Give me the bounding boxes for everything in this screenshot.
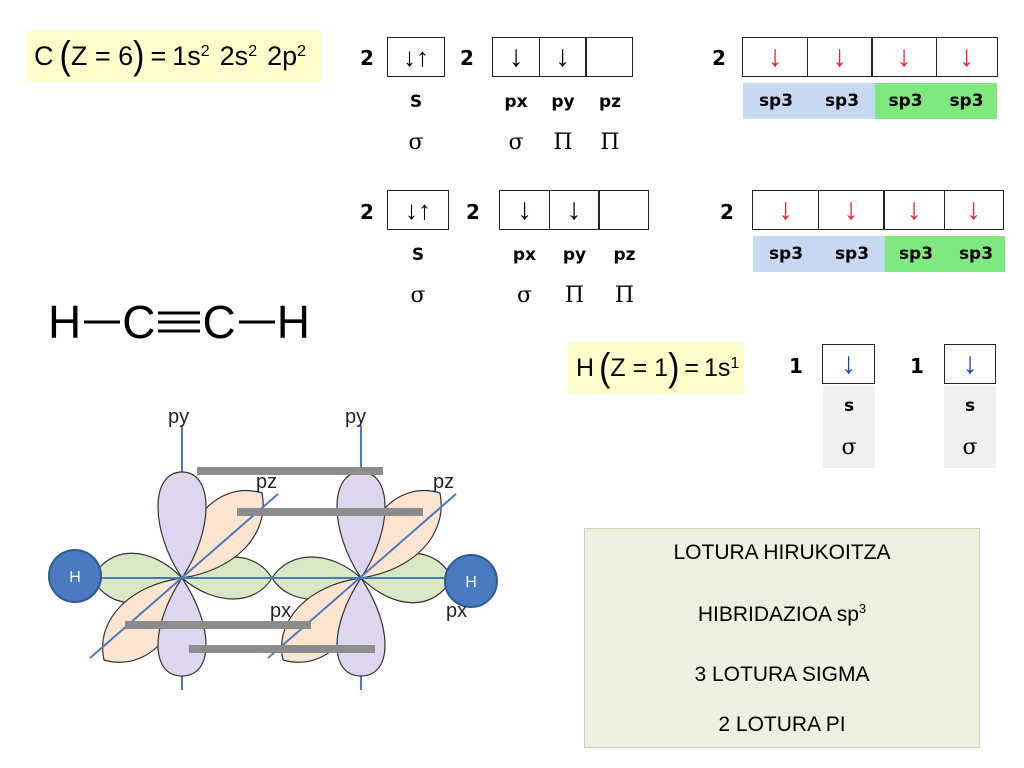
py-bond-symbol: Π	[564, 283, 585, 308]
atom-c-right: C	[202, 296, 237, 348]
s-label: S	[411, 245, 425, 265]
pi-bond-bars	[125, 467, 423, 653]
s-label: S	[409, 92, 423, 112]
p-orbital-boxes: ↓ ↓	[499, 190, 649, 230]
px-label-left: px	[270, 600, 291, 622]
py-lobe-left-top	[157, 471, 207, 580]
sp3-level-number: 2	[720, 200, 734, 224]
s-orbital-box: ↓↑	[387, 190, 449, 230]
summary-box: LOTURA HIRUKOITZA HIBRIDAZIOA sp3 3 LOTU…	[584, 528, 980, 748]
pz-label: pz	[598, 92, 622, 112]
h-atom-right	[444, 554, 498, 608]
p-level-number: 2	[466, 200, 480, 224]
h-atom-left	[48, 549, 102, 603]
pz-axis-left	[89, 493, 279, 659]
h-atom-left-label: H	[69, 569, 81, 586]
s-bond-symbol: σ	[410, 283, 426, 308]
h-level-number: 1	[910, 354, 924, 378]
summary-line-bond-type: LOTURA HIRUKOITZA	[673, 541, 891, 564]
px-bond-symbol: σ	[516, 283, 533, 308]
py-label: py	[562, 245, 587, 265]
summary-line-hybridization: HIBRIDAZIOA sp3	[697, 601, 867, 626]
pi-bar-2	[237, 508, 423, 516]
pz-label: pz	[613, 245, 636, 265]
single-bond-right	[238, 320, 275, 324]
px-label-right: px	[446, 600, 467, 622]
atom-h-left: H	[48, 296, 83, 348]
pi-bar-1	[197, 467, 383, 475]
py-label-left: py	[168, 406, 189, 428]
pi-bar-4	[189, 645, 375, 653]
pi-bar-3	[125, 621, 311, 629]
s-level-number: 2	[360, 46, 374, 70]
summary-line-pi: 2 LOTURA PI	[718, 713, 846, 736]
h-orbital-box: ↓	[944, 344, 996, 384]
atom-c-left: C	[122, 296, 157, 348]
atom-h-right: H	[276, 296, 311, 348]
py-label: py	[551, 92, 575, 112]
sp3-labels: sp3 sp3 sp3 sp3	[753, 236, 1005, 272]
s-bond-symbol: σ	[408, 130, 424, 155]
py-label-right: py	[345, 406, 366, 428]
pz-label-right: pz	[433, 471, 454, 493]
p-orbital-boxes: ↓ ↓	[492, 37, 633, 77]
triple-bond	[158, 311, 201, 333]
hydrogen-symbol: H	[576, 353, 595, 382]
single-bond-left	[84, 320, 121, 324]
h-atom-right-label: H	[465, 574, 477, 591]
sp3-orbital-boxes: ↓ ↓ ↓ ↓	[752, 190, 1004, 230]
carbon-symbol: C	[34, 40, 54, 71]
py-bond-symbol: Π	[553, 130, 573, 155]
summary-line-sigma: 3 LOTURA SIGMA	[694, 663, 870, 686]
sp3-labels: sp3 sp3 sp3 sp3	[743, 83, 997, 119]
pz-bond-symbol: Π	[600, 130, 620, 155]
pz-bond-symbol: Π	[614, 283, 635, 308]
px-bond-symbol: σ	[508, 130, 524, 155]
h-bond-symbol: σ	[944, 426, 996, 468]
p-level-number: 2	[460, 46, 474, 70]
hydrogen-z: Z = 1	[610, 353, 669, 382]
orbital-overlap-diagram: H H py py pz pz px px	[48, 406, 498, 690]
px-label: px	[512, 245, 537, 265]
s-level-number: 2	[360, 200, 374, 224]
acetylene-structure: H C C H	[48, 295, 311, 349]
px-label: px	[504, 92, 528, 112]
h-s-label: s	[823, 386, 875, 426]
pz-axis-right	[267, 493, 457, 659]
s-orbital-box: ↓↑	[387, 37, 445, 77]
h-orbital-box: ↓	[822, 344, 875, 384]
carbon-z: Z = 6	[70, 40, 134, 71]
h-bond-symbol: σ	[823, 426, 875, 468]
sp3-orbital-boxes: ↓ ↓ ↓ ↓	[742, 37, 998, 77]
pz-label-left: pz	[256, 471, 277, 493]
h-s-label: s	[944, 386, 996, 426]
sp3-level-number: 2	[712, 46, 726, 70]
h-level-number: 1	[789, 354, 803, 378]
